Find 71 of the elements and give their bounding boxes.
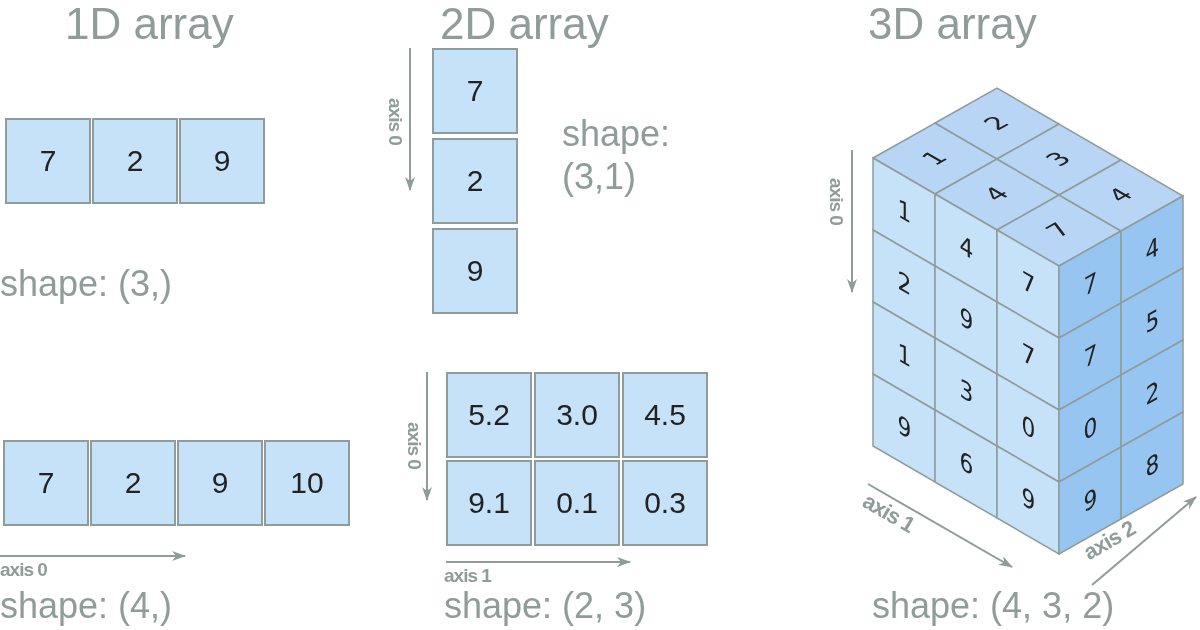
cell-value: 6 xyxy=(953,442,979,486)
array-cell xyxy=(264,440,350,526)
array-cell xyxy=(534,460,620,546)
cell-value: 0 xyxy=(1077,407,1103,450)
panel-title: 1D array xyxy=(65,2,234,46)
cell-value: 9 xyxy=(211,466,229,500)
cell-value: 1 xyxy=(891,190,917,234)
cell-value: 7 xyxy=(39,144,57,178)
cell-value: 4 xyxy=(953,226,979,270)
cell-value: 1 xyxy=(910,144,960,173)
array-cell xyxy=(622,372,708,458)
array-cell xyxy=(432,48,518,134)
cell-value: 9.1 xyxy=(468,486,510,520)
cell-value: 7 xyxy=(466,74,484,108)
cell-value: 4 xyxy=(1139,228,1165,271)
array-cell xyxy=(534,372,620,458)
array-cell xyxy=(92,118,178,204)
axis-label: axis 1 xyxy=(444,566,491,585)
cell-value: 7 xyxy=(1077,263,1103,306)
cell-value: 4 xyxy=(1096,181,1146,210)
panel-title: 2D array xyxy=(440,2,609,46)
cell-value: 3 xyxy=(1034,145,1084,174)
cell-value: 0.1 xyxy=(556,486,598,520)
cell-value: 0 xyxy=(1015,406,1041,450)
axis-label: axis 0 xyxy=(827,178,846,225)
cell-value: 4.5 xyxy=(644,398,686,432)
array-cell xyxy=(3,440,89,526)
cell-value: 4 xyxy=(972,180,1022,209)
shape-label: shape: (3,) xyxy=(0,266,173,302)
array-cell xyxy=(5,118,91,204)
cell-value: 1 xyxy=(891,334,917,378)
cell-value: 2 xyxy=(124,466,142,500)
shape-label: shape: (2, 3) xyxy=(444,588,647,624)
axis-label: axis 0 xyxy=(405,422,424,469)
cell-value: 7 xyxy=(1034,216,1084,245)
axis-label: axis 0 xyxy=(0,560,47,579)
cell-value: 9 xyxy=(953,298,979,342)
cell-value: 10 xyxy=(290,466,324,500)
cell-value: 9 xyxy=(213,144,231,178)
cell-value: 5 xyxy=(1139,300,1165,343)
array-cell xyxy=(622,460,708,546)
axis-label: axis 0 xyxy=(386,98,405,145)
array-cell xyxy=(179,118,265,204)
cell-value: 3.0 xyxy=(556,398,598,432)
cell-value: 7 xyxy=(1077,335,1103,378)
array-cell xyxy=(90,440,176,526)
cell-value: 9 xyxy=(891,406,917,450)
array-cell xyxy=(446,460,532,546)
shape-label: shape: (4, 3, 2) xyxy=(872,588,1115,624)
cell-value: 2 xyxy=(466,164,484,198)
cell-value: 5.2 xyxy=(468,398,510,432)
array-cell xyxy=(177,440,263,526)
panel-title: 3D array xyxy=(868,2,1037,46)
cell-value: 2 xyxy=(891,262,917,306)
cell-value: 7 xyxy=(1015,262,1041,306)
cell-value: 3 xyxy=(953,370,979,414)
array-cell xyxy=(432,138,518,224)
shape-label: shape: (4,) xyxy=(0,588,173,624)
shape-label: shape: (3,1) xyxy=(562,112,672,199)
cell-value: 2 xyxy=(1139,372,1165,415)
cell-value: 8 xyxy=(1139,444,1165,487)
cell-value: 7 xyxy=(37,466,55,500)
axis-label: axis 1 xyxy=(859,490,918,537)
cell-value: 7 xyxy=(1015,334,1041,378)
cell-value: 2 xyxy=(126,144,144,178)
cell-value: 0.3 xyxy=(644,486,686,520)
cell-value: 9 xyxy=(1015,478,1041,522)
array-cell xyxy=(446,372,532,458)
cell-value: 9 xyxy=(466,254,484,288)
array-cell xyxy=(432,228,518,314)
cell-value: 2 xyxy=(972,109,1022,138)
